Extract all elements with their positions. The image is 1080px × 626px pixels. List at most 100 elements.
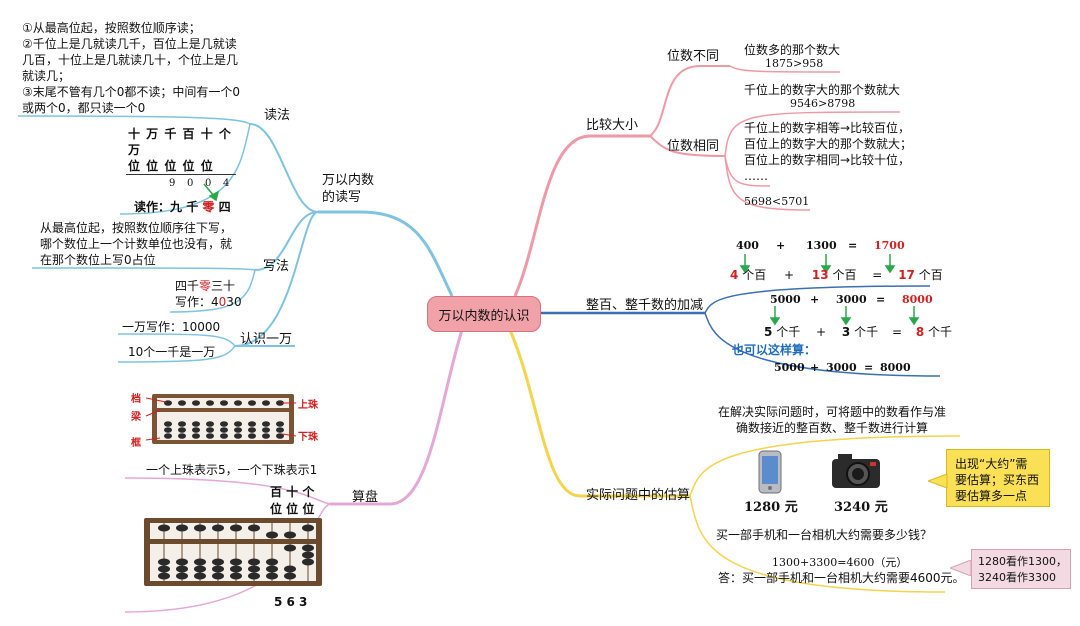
writing-example-pre: 四千 bbox=[175, 279, 200, 293]
row3-eq: = bbox=[876, 293, 886, 306]
diff-digits-text: 位数多的那个数大 bbox=[744, 43, 841, 57]
phone-price: 1280 元 bbox=[744, 500, 798, 515]
row5-a: 5000 bbox=[774, 361, 805, 374]
hint-note-rounding: 1280看作1300， 3240看作3300 bbox=[971, 549, 1071, 589]
line-same-3 bbox=[724, 155, 811, 211]
line-addsub-bottom bbox=[704, 312, 941, 377]
digit-4: 4 bbox=[223, 178, 230, 189]
abacus-label-frame: 档 bbox=[131, 394, 141, 405]
place-names-bottom: 位 位 位 位 位 bbox=[128, 159, 213, 173]
line-wan-1 bbox=[117, 333, 236, 347]
subtopic-same-digits[interactable]: 位数相同 bbox=[667, 139, 720, 154]
same-digits-example-2: 5698<5701 bbox=[744, 195, 810, 208]
row5-result: 8000 bbox=[880, 361, 911, 374]
branch-same bbox=[649, 135, 726, 157]
branch-writing bbox=[254, 211, 319, 271]
row1-b: 1300 bbox=[806, 239, 837, 252]
abacus-labeled-diagram bbox=[145, 394, 297, 444]
topic-estimate[interactable]: 实际问题中的估算 bbox=[586, 488, 691, 503]
row2-b: 13 bbox=[811, 268, 829, 282]
topic-compare[interactable]: 比较大小 bbox=[586, 118, 639, 133]
branch-wan bbox=[234, 211, 319, 347]
place-wan: 万 bbox=[128, 143, 141, 157]
abacus-rule: 一个上珠表示5，一个下珠表示1 bbox=[146, 463, 318, 477]
wan-item-2: 10个一千是一万 bbox=[128, 345, 216, 359]
write-as: 写作：4030 bbox=[175, 294, 242, 310]
branch-readwrite bbox=[318, 210, 454, 297]
abacus-places-top: 百 十 个 bbox=[270, 485, 315, 499]
place-names-top: 十 万 千 百 十 个 bbox=[128, 127, 231, 141]
write-digit-b: 0 bbox=[218, 295, 227, 309]
row2-unit-a: 个百 bbox=[742, 268, 767, 282]
same-digits-text-1: 千位上的数字大的那个数就大 bbox=[744, 83, 901, 97]
row2-plus: + bbox=[784, 268, 795, 282]
line-estimate-bottom bbox=[689, 495, 946, 593]
writing-example-post: 三十 bbox=[211, 279, 236, 293]
row4-a: 5 bbox=[764, 325, 773, 339]
branch-compare bbox=[513, 134, 650, 297]
read-as: 读作：九 千 零 四 bbox=[134, 199, 231, 215]
row4-unit-result: 个千 bbox=[928, 325, 953, 339]
line-writing-example bbox=[169, 269, 256, 313]
central-topic[interactable]: 万以内数的认识 bbox=[427, 296, 541, 332]
place-divider bbox=[126, 174, 236, 175]
write-digit-a: 4 bbox=[211, 295, 219, 309]
row5-b: 3000 bbox=[826, 361, 857, 374]
subtopic-diff-digits[interactable]: 位数不同 bbox=[667, 49, 720, 64]
central-topic-label: 万以内数的认识 bbox=[438, 308, 530, 324]
subtopic-writing[interactable]: 写法 bbox=[263, 259, 290, 274]
writing-rule: 从最高位起，按照数位顺序往下写， 哪个数位上一个计数单位也没有，就 在那个数位上… bbox=[40, 221, 233, 267]
read-as-post: 四 bbox=[214, 200, 231, 214]
abacus-value: 5 6 3 bbox=[274, 595, 308, 609]
reading-rules: ①从最高位起，按照数位顺序读； ②千位上是几就读几千，百位上是几就读 几百，十位… bbox=[22, 21, 241, 115]
row4-unit-a: 个千 bbox=[776, 325, 801, 339]
row5-plus: + bbox=[810, 361, 820, 374]
row4-plus: + bbox=[816, 325, 827, 339]
subtopic-reading[interactable]: 读法 bbox=[264, 108, 291, 123]
abacus-563-diagram bbox=[144, 518, 322, 586]
subtopic-wan[interactable]: 认识一万 bbox=[240, 332, 293, 347]
topic-abacus[interactable]: 算盘 bbox=[352, 490, 379, 505]
line-abacus-top bbox=[124, 477, 331, 505]
estimate-calc: 1300+3300=4600（元） bbox=[772, 556, 908, 569]
row3-b: 3000 bbox=[836, 293, 867, 306]
same-digits-text-2: 千位上的数字相等→比较百位， 百位上的数字大的那个数就大； 百位上的数字相同→比… bbox=[744, 121, 913, 183]
row3-a: 5000 bbox=[770, 293, 801, 306]
write-as-label: 写作： bbox=[175, 295, 212, 309]
callout-pointer bbox=[928, 474, 948, 488]
branch-abacus bbox=[330, 329, 464, 506]
topic-addsub[interactable]: 整百、整千数的加减 bbox=[586, 298, 704, 313]
abacus-label-beam: 梁 bbox=[131, 412, 141, 423]
write-digit-d: 0 bbox=[233, 295, 242, 309]
row1-a: 400 bbox=[736, 239, 759, 252]
line-reading-text bbox=[17, 115, 251, 125]
row1-plus: + bbox=[776, 239, 786, 252]
digit-1: 9 bbox=[169, 178, 176, 189]
row2: 4 个百 + 13 个百 = 17 个百 bbox=[730, 267, 943, 283]
abacus-label-frame2: 框 bbox=[131, 438, 141, 449]
row2-eq: = bbox=[872, 268, 883, 282]
row2-result: 17 bbox=[898, 268, 915, 282]
estimate-question: 买一部手机和一台相机大约需要多少钱？ bbox=[716, 528, 933, 542]
row2-a: 4 bbox=[730, 268, 739, 282]
abacus-label-upper-bead: 上珠 bbox=[298, 400, 318, 411]
row1-eq: = bbox=[848, 239, 858, 252]
row4-b: 3 bbox=[841, 325, 851, 339]
camera-price: 3240 元 bbox=[834, 500, 888, 515]
line-estimate-top bbox=[689, 435, 961, 497]
row2-unit-result: 个百 bbox=[918, 268, 943, 282]
row4-result: 8 bbox=[915, 325, 925, 339]
topic-readwrite[interactable]: 万以内数 的读写 bbox=[322, 173, 375, 205]
alt-method-label: 也可以这样算： bbox=[732, 343, 817, 357]
row5-eq: = bbox=[864, 361, 874, 374]
abacus-label-lower-bead: 下珠 bbox=[298, 432, 318, 443]
row2-unit-b: 个百 bbox=[832, 268, 857, 282]
hint-note-estimate: 出现“大约”需 要估算；买东西 要估算多一点 bbox=[946, 449, 1050, 507]
same-digits-example-1: 9546>8798 bbox=[790, 97, 856, 110]
write-digit-c: 3 bbox=[226, 295, 234, 309]
branch-diff bbox=[649, 65, 730, 137]
row1-result: 1700 bbox=[874, 239, 905, 252]
diff-digits-example: 1875>958 bbox=[765, 57, 824, 70]
abacus-places-bottom: 位 位 位 bbox=[270, 502, 315, 516]
line-reading-example bbox=[119, 123, 251, 215]
